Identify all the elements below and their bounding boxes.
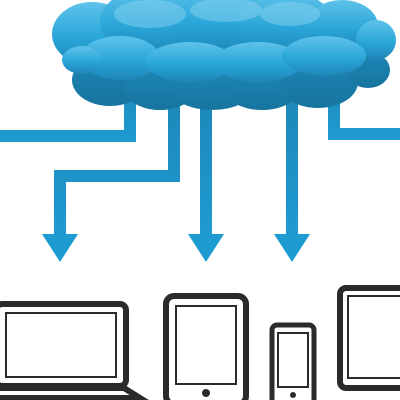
tablet-icon bbox=[163, 293, 249, 400]
cloud-body bbox=[52, 0, 396, 82]
center-arrow-pipe bbox=[200, 82, 212, 240]
left-connector-line bbox=[0, 70, 136, 142]
cloud-highlight bbox=[114, 0, 320, 28]
arrow-down-icon bbox=[188, 234, 224, 262]
monitor-icon bbox=[337, 285, 400, 391]
devices bbox=[0, 285, 400, 400]
arrow-down-icon bbox=[42, 234, 78, 262]
arrow-down-icon bbox=[274, 234, 310, 262]
right-arrow-pipe bbox=[286, 80, 298, 240]
smartphone-icon bbox=[269, 322, 317, 400]
laptop-icon bbox=[0, 301, 149, 400]
download-arrows bbox=[42, 234, 310, 262]
cloud-icon bbox=[52, 0, 396, 110]
